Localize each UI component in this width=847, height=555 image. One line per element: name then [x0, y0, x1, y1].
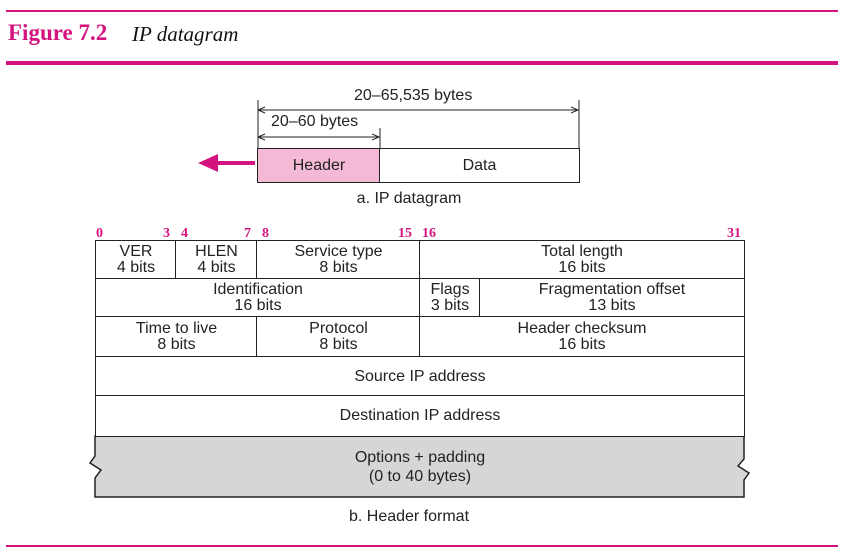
field-flags: Flags 3 bits	[419, 278, 481, 318]
field-identification-size: 16 bits	[234, 297, 282, 314]
figure-title: IP datagram	[132, 22, 239, 46]
field-time-to-live-name: Time to live	[135, 320, 218, 337]
field-fragmentation-offset-name: Fragmentation offset	[538, 281, 686, 298]
field-hlen: HLEN 4 bits	[175, 240, 258, 280]
field-source-ip: Source IP address	[95, 356, 745, 397]
bit-position-8: 8	[262, 226, 269, 241]
field-time-to-live: Time to live 8 bits	[95, 316, 258, 358]
field-header-checksum-name: Header checksum	[517, 320, 647, 337]
field-options-padding-size: (0 to 40 bytes)	[368, 467, 472, 485]
bit-position-4: 4	[181, 226, 188, 241]
data-box-label: Data	[462, 156, 497, 174]
field-identification-name: Identification	[213, 281, 303, 298]
field-fragmentation-offset: Fragmentation offset 13 bits	[479, 278, 745, 318]
bottom-rule	[6, 545, 838, 547]
field-options-padding-name: Options + padding	[354, 448, 486, 466]
total-size-label: 20–65,535 bytes	[354, 87, 473, 104]
field-total-length-size: 16 bits	[558, 259, 606, 276]
title-rule	[6, 61, 838, 65]
options-padding-shape	[88, 435, 751, 498]
field-time-to-live-size: 8 bits	[157, 336, 196, 353]
field-protocol-size: 8 bits	[319, 336, 358, 353]
field-options-padding: Options + padding (0 to 40 bytes)	[95, 436, 745, 497]
field-ver: VER 4 bits	[95, 240, 177, 280]
bit-position-31: 31	[727, 226, 741, 241]
bit-position-7: 7	[244, 226, 251, 241]
bit-position-15: 15	[398, 226, 412, 241]
bit-position-0: 0	[96, 226, 103, 241]
header-box-label: Header	[292, 156, 346, 174]
field-destination-ip: Destination IP address	[95, 395, 745, 437]
field-fragmentation-offset-size: 13 bits	[588, 297, 636, 314]
field-ver-name: VER	[119, 243, 153, 260]
header-direction-arrow	[198, 154, 255, 172]
field-protocol-name: Protocol	[309, 320, 368, 337]
field-source-ip-name: Source IP address	[354, 367, 486, 385]
field-service-type-size: 8 bits	[319, 259, 358, 276]
bit-position-16: 16	[422, 226, 436, 241]
bit-position-3: 3	[163, 226, 170, 241]
header-size-label: 20–60 bytes	[271, 113, 359, 130]
field-identification: Identification 16 bits	[95, 278, 421, 318]
header-format-caption: b. Header format	[348, 508, 470, 525]
figure-number: Figure 7.2	[8, 20, 108, 45]
field-header-checksum-size: 16 bits	[558, 336, 606, 353]
field-header-checksum: Header checksum 16 bits	[419, 316, 745, 358]
field-total-length-name: Total length	[541, 243, 623, 260]
field-total-length: Total length 16 bits	[419, 240, 745, 280]
top-rule	[6, 10, 838, 12]
field-flags-name: Flags	[430, 281, 470, 298]
field-ver-size: 4 bits	[116, 259, 156, 276]
field-hlen-size: 4 bits	[197, 259, 236, 276]
field-service-type-name: Service type	[294, 243, 383, 260]
field-protocol: Protocol 8 bits	[256, 316, 421, 358]
data-box: Data	[379, 148, 580, 183]
header-box: Header	[257, 148, 381, 183]
field-flags-size: 3 bits	[430, 297, 470, 314]
field-destination-ip-name: Destination IP address	[339, 407, 501, 424]
datagram-caption: a. IP datagram	[356, 190, 462, 207]
field-hlen-name: HLEN	[195, 243, 238, 260]
field-service-type: Service type 8 bits	[256, 240, 421, 280]
